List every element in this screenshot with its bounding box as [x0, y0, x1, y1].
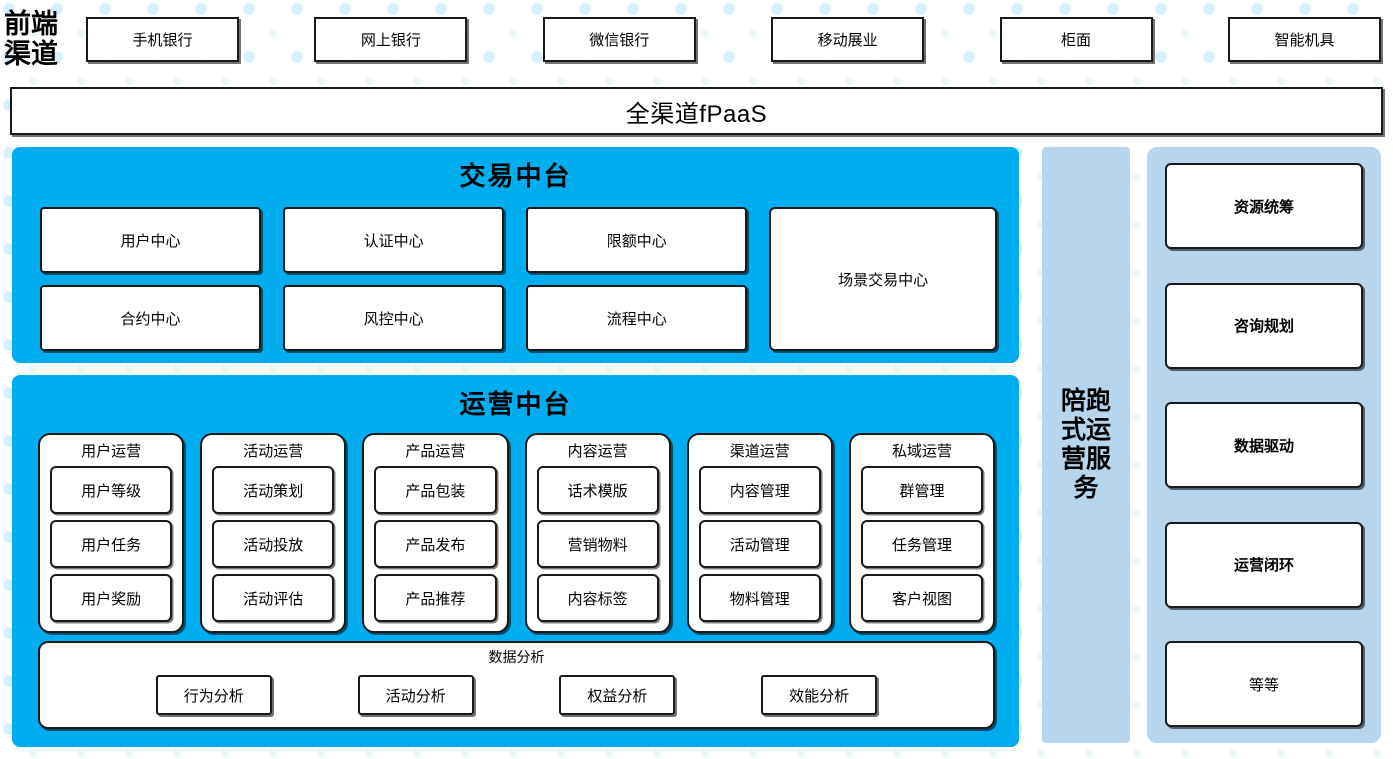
operation-item-customer-view[interactable]: 客户视图: [860, 574, 984, 622]
channel-label-line-2: 渠道: [4, 39, 58, 69]
operation-card-item-list: 群管理 任务管理 客户视图: [860, 466, 984, 622]
data-analysis-item-list: 行为分析 活动分析 权益分析 效能分析: [40, 671, 993, 719]
capability-box-operation-closed-loop[interactable]: 运营闭环: [1165, 521, 1363, 608]
operation-item-user-task[interactable]: 用户任务: [50, 520, 173, 568]
transaction-center-panel: 交易中台 用户中心 合约中心 认证中心 风控中心 限额中心 流程中心: [12, 147, 1019, 363]
operation-item-user-level[interactable]: 用户等级: [50, 466, 173, 514]
operation-card-user[interactable]: 用户运营 用户等级 用户任务 用户奖励: [38, 433, 185, 633]
operation-item-script-template[interactable]: 话术模版: [536, 466, 659, 514]
transaction-box-scenario-trade-center[interactable]: 场景交易中心: [769, 207, 997, 351]
operation-card-title: 渠道运营: [729, 443, 790, 460]
omnichannel-fpaas-bar[interactable]: 全渠道fPaaS: [10, 87, 1383, 135]
data-analysis-section[interactable]: 数据分析 行为分析 活动分析 权益分析 效能分析: [38, 641, 995, 729]
channel-box-mobile-bank[interactable]: 手机银行: [86, 16, 239, 62]
operation-item-content-tag[interactable]: 内容标签: [536, 574, 659, 622]
transaction-box-auth-center[interactable]: 认证中心: [283, 207, 505, 273]
channel-label-line-1: 前端: [4, 9, 58, 39]
operation-item-user-reward[interactable]: 用户奖励: [50, 574, 173, 622]
operation-item-task-management[interactable]: 任务管理: [860, 520, 984, 568]
center-platform-stack: 交易中台 用户中心 合约中心 认证中心 风控中心 限额中心 流程中心: [12, 147, 1019, 747]
transaction-box-riskcontrol-center[interactable]: 风控中心: [283, 285, 505, 351]
operation-card-title: 产品运营: [405, 443, 466, 460]
operation-card-title: 用户运营: [81, 443, 142, 460]
accompanying-operation-service-column[interactable]: 陪跑式运营服务: [1042, 147, 1130, 743]
operation-item-product-packaging[interactable]: 产品包装: [374, 466, 497, 514]
operation-center-card-grid: 用户运营 用户等级 用户任务 用户奖励 活动运营 活动策划 活动投放 活动评估: [38, 433, 996, 633]
operation-item-campaign-planning[interactable]: 活动策划: [212, 466, 335, 514]
operation-item-group-management[interactable]: 群管理: [860, 466, 984, 514]
operation-center-panel: 运营中台 用户运营 用户等级 用户任务 用户奖励 活动运营 活动策划: [12, 375, 1019, 747]
transaction-center-grid: 用户中心 合约中心 认证中心 风控中心 限额中心 流程中心 场景交易中心: [40, 207, 997, 351]
operation-center-title: 运营中台: [459, 390, 572, 419]
data-analysis-item-benefit[interactable]: 权益分析: [559, 675, 676, 715]
data-analysis-item-behavior[interactable]: 行为分析: [155, 675, 272, 715]
transaction-column-4: 场景交易中心: [769, 207, 997, 351]
operation-card-product[interactable]: 产品运营 产品包装 产品发布 产品推荐: [362, 433, 509, 633]
channel-box-wechat-bank[interactable]: 微信银行: [542, 16, 696, 62]
operation-card-item-list: 活动策划 活动投放 活动评估: [212, 466, 335, 622]
operation-item-campaign-evaluation[interactable]: 活动评估: [212, 574, 335, 622]
operation-item-campaign-delivery[interactable]: 活动投放: [212, 520, 335, 568]
data-analysis-title: 数据分析: [488, 649, 545, 665]
operation-card-item-list: 产品包装 产品发布 产品推荐: [374, 466, 497, 622]
capability-box-consulting-planning[interactable]: 咨询规划: [1165, 282, 1363, 369]
service-column-label: 陪跑式运营服务: [1060, 387, 1111, 502]
operation-item-product-release[interactable]: 产品发布: [374, 520, 497, 568]
operation-card-channel[interactable]: 渠道运营 内容管理 活动管理 物料管理: [686, 433, 833, 633]
transaction-box-user-center[interactable]: 用户中心: [40, 207, 262, 273]
transaction-box-contract-center[interactable]: 合约中心: [40, 285, 262, 351]
front-end-channel-label: 前端 渠道: [0, 9, 86, 69]
capability-box-resource-coordination[interactable]: 资源统筹: [1165, 163, 1363, 249]
channel-box-mobile-business[interactable]: 移动展业: [771, 16, 925, 62]
operation-item-material-management[interactable]: 物料管理: [698, 574, 821, 622]
transaction-column-3: 限额中心 流程中心: [526, 207, 748, 351]
operation-card-campaign[interactable]: 活动运营 活动策划 活动投放 活动评估: [200, 433, 347, 633]
operation-card-item-list: 话术模版 营销物料 内容标签: [536, 466, 659, 622]
operation-card-private-domain[interactable]: 私域运营 群管理 任务管理 客户视图: [848, 433, 996, 633]
transaction-center-title: 交易中台: [459, 162, 572, 191]
operation-card-title: 活动运营: [243, 443, 304, 460]
data-analysis-item-efficiency[interactable]: 效能分析: [761, 675, 878, 715]
operation-item-campaign-management[interactable]: 活动管理: [698, 520, 821, 568]
channel-box-smart-machine[interactable]: 智能机具: [1227, 16, 1381, 62]
front-end-channel-row: 前端 渠道 手机银行 网上银行 微信银行 移动展业 柜面 智能机具: [0, 6, 1393, 72]
capability-box-etc[interactable]: 等等: [1165, 641, 1363, 727]
capability-box-data-driven[interactable]: 数据驱动: [1165, 402, 1363, 488]
transaction-column-2: 认证中心 风控中心: [283, 207, 505, 351]
transaction-column-1: 用户中心 合约中心: [40, 207, 262, 351]
operation-item-product-recommend[interactable]: 产品推荐: [374, 574, 497, 622]
main-architecture-area: 交易中台 用户中心 合约中心 认证中心 风控中心 限额中心 流程中心: [0, 147, 1393, 752]
operation-item-marketing-material[interactable]: 营销物料: [536, 520, 659, 568]
transaction-box-limit-center[interactable]: 限额中心: [526, 207, 748, 273]
operation-card-item-list: 内容管理 活动管理 物料管理: [698, 466, 821, 622]
operation-item-content-management[interactable]: 内容管理: [698, 466, 821, 514]
operation-card-item-list: 用户等级 用户任务 用户奖励: [50, 466, 173, 622]
channel-box-list: 手机银行 网上银行 微信银行 移动展业 柜面 智能机具: [86, 16, 1393, 62]
operation-card-title: 私域运营: [891, 443, 952, 460]
operation-card-content[interactable]: 内容运营 话术模版 营销物料 内容标签: [524, 433, 671, 633]
channel-box-counter[interactable]: 柜面: [999, 16, 1153, 62]
channel-box-online-bank[interactable]: 网上银行: [314, 16, 468, 62]
data-analysis-item-campaign[interactable]: 活动分析: [357, 675, 474, 715]
operation-card-title: 内容运营: [567, 443, 628, 460]
capability-column: 资源统筹 咨询规划 数据驱动 运营闭环 等等: [1147, 147, 1381, 743]
transaction-box-process-center[interactable]: 流程中心: [526, 285, 748, 351]
